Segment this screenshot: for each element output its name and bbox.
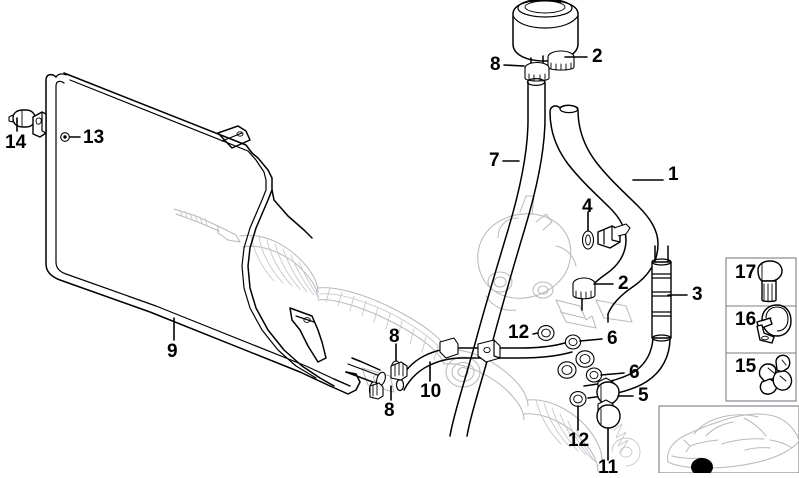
callout-8a[interactable]: 8 — [490, 54, 501, 75]
callout-5[interactable]: 5 — [638, 385, 649, 406]
legend-num-15[interactable]: 15 — [735, 356, 757, 377]
callout-12b[interactable]: 12 — [568, 430, 590, 451]
callout-9[interactable]: 9 — [167, 341, 178, 362]
callout-3[interactable]: 3 — [692, 284, 703, 305]
part-5-banjo-bolt — [596, 377, 620, 405]
position-dot — [691, 458, 713, 473]
vehicle-inset-panel — [658, 405, 799, 473]
part-8-clamp-top — [524, 61, 550, 82]
part-7-suction-hose — [449, 77, 546, 437]
callout-1[interactable]: 1 — [668, 164, 679, 185]
callout-13[interactable]: 13 — [83, 127, 105, 148]
part-2-clamp-top — [547, 50, 575, 71]
part-6-ring-lower — [585, 367, 603, 383]
part-10-return-pipe — [395, 337, 573, 392]
callout-14[interactable]: 14 — [5, 132, 27, 153]
pump-outlet-nipple — [597, 223, 631, 249]
hex-bolt-icon — [757, 260, 783, 303]
vehicle-silhouette-icon — [667, 413, 799, 469]
part-4-o-ring — [581, 230, 595, 250]
callout-4[interactable]: 4 — [582, 196, 593, 217]
part-8-clamp-low — [368, 381, 384, 400]
part-1-return-hose — [549, 104, 659, 323]
callout-11[interactable]: 11 — [598, 457, 619, 478]
part-12-ring-upper — [537, 325, 555, 341]
part-2-clamp-lower — [572, 277, 596, 300]
part-9-oil-cooler-pipe — [45, 72, 386, 395]
callout-12a[interactable]: 12 — [508, 322, 530, 343]
part-11-banjo-bolt-lower — [596, 399, 621, 429]
callout-leaders — [16, 56, 688, 461]
part-13-grommet-bracket — [32, 111, 70, 142]
part-6-ring-upper — [564, 334, 582, 350]
banjo-fitting-upper — [557, 361, 577, 379]
part-6-ring-center — [575, 350, 595, 368]
part-12-ring-lower — [569, 391, 587, 407]
legend-num-16[interactable]: 16 — [735, 309, 757, 330]
callout-2b[interactable]: 2 — [618, 273, 629, 294]
part-8-clamp-mid — [390, 360, 408, 381]
callout-10[interactable]: 10 — [420, 381, 442, 402]
callout-8b[interactable]: 8 — [389, 326, 400, 347]
retainer-clip-icon — [758, 354, 793, 395]
callout-7[interactable]: 7 — [489, 150, 500, 171]
callout-6a[interactable]: 6 — [607, 328, 618, 349]
hose-clip-icon — [756, 304, 792, 344]
callout-6b[interactable]: 6 — [629, 362, 640, 383]
callout-8c[interactable]: 8 — [384, 400, 395, 421]
callout-2a[interactable]: 2 — [592, 46, 603, 67]
legend-panel — [725, 257, 797, 402]
legend-num-17[interactable]: 17 — [735, 262, 757, 283]
